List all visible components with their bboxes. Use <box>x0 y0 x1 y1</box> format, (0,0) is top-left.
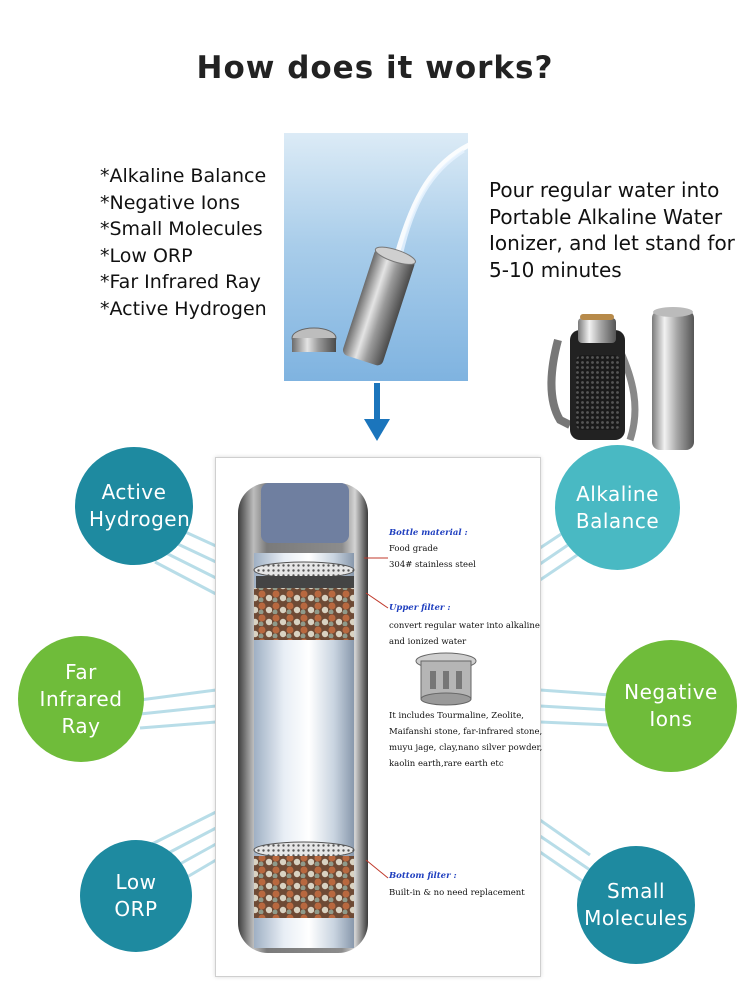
bottle-material-heading: Bottle material : <box>389 528 468 538</box>
feature-item: *Low ORP <box>100 244 193 267</box>
bottle-cross-section-diagram <box>238 483 477 953</box>
bottle-material-line: 304# stainless steel <box>389 560 476 570</box>
filter-contents-line: It includes Tourmaline, Zeolite, <box>389 711 524 721</box>
upper-filter-line: and ionized water <box>389 637 467 647</box>
low-orp-label: Low ORP <box>114 870 158 921</box>
negative-ions-label: Negative Ions <box>624 680 718 731</box>
down-arrow-icon <box>364 383 390 447</box>
active-hydrogen-label: Active Hydrogen <box>89 480 191 531</box>
alkaline-balance-circle: Alkaline Balance <box>555 445 680 570</box>
small-molecules-label: Small Molecules <box>584 879 688 930</box>
bottom-filter-line: Built-in & no need replacement <box>389 888 525 898</box>
page-title: How does it works? <box>196 50 554 86</box>
upper-filter-heading: Upper filter : <box>389 603 451 613</box>
active-hydrogen-circle: Active Hydrogen <box>75 447 193 565</box>
negative-ions-circle: Negative Ions <box>605 640 737 772</box>
low-orp-circle: Low ORP <box>80 840 192 952</box>
feature-item: *Far Infrared Ray <box>100 271 261 293</box>
far-infrared-ray-label: Far Infrared Ray <box>39 659 123 738</box>
filter-contents-line: kaolin earth,rare earth etc <box>389 759 504 769</box>
small-molecules-circle: Small Molecules <box>577 846 695 964</box>
far-infrared-ray-circle: Far Infrared Ray <box>18 636 144 762</box>
bottom-filter-heading: Bottom filter : <box>389 871 457 881</box>
feature-item: *Negative Ions <box>100 191 240 214</box>
feature-item: *Active Hydrogen <box>100 297 267 320</box>
bottle-cross-section-panel: Bottle material : Food grade 304# stainl… <box>215 457 543 977</box>
alkaline-balance-label: Alkaline Balance <box>575 481 660 533</box>
instruction-text: Pour regular water into Portable Alkalin… <box>489 178 735 282</box>
filter-contents-line: Maifanshi stone, far-infrared stone, <box>389 727 543 737</box>
feature-item: *Alkaline Balance <box>100 165 267 187</box>
upper-filter-line: convert regular water into alkaline <box>389 621 540 631</box>
product-with-carry-bag-photo <box>540 300 745 454</box>
feature-item: *Small Molecules <box>100 218 263 240</box>
feature-list: *Alkaline Balance *Negative Ions *Small … <box>100 163 267 322</box>
connector-lines <box>139 513 611 892</box>
filter-contents-line: muyu jage, clay,nano silver powder, <box>389 743 543 753</box>
bottle-material-line: Food grade <box>389 544 438 554</box>
pouring-water-photo <box>284 133 471 381</box>
